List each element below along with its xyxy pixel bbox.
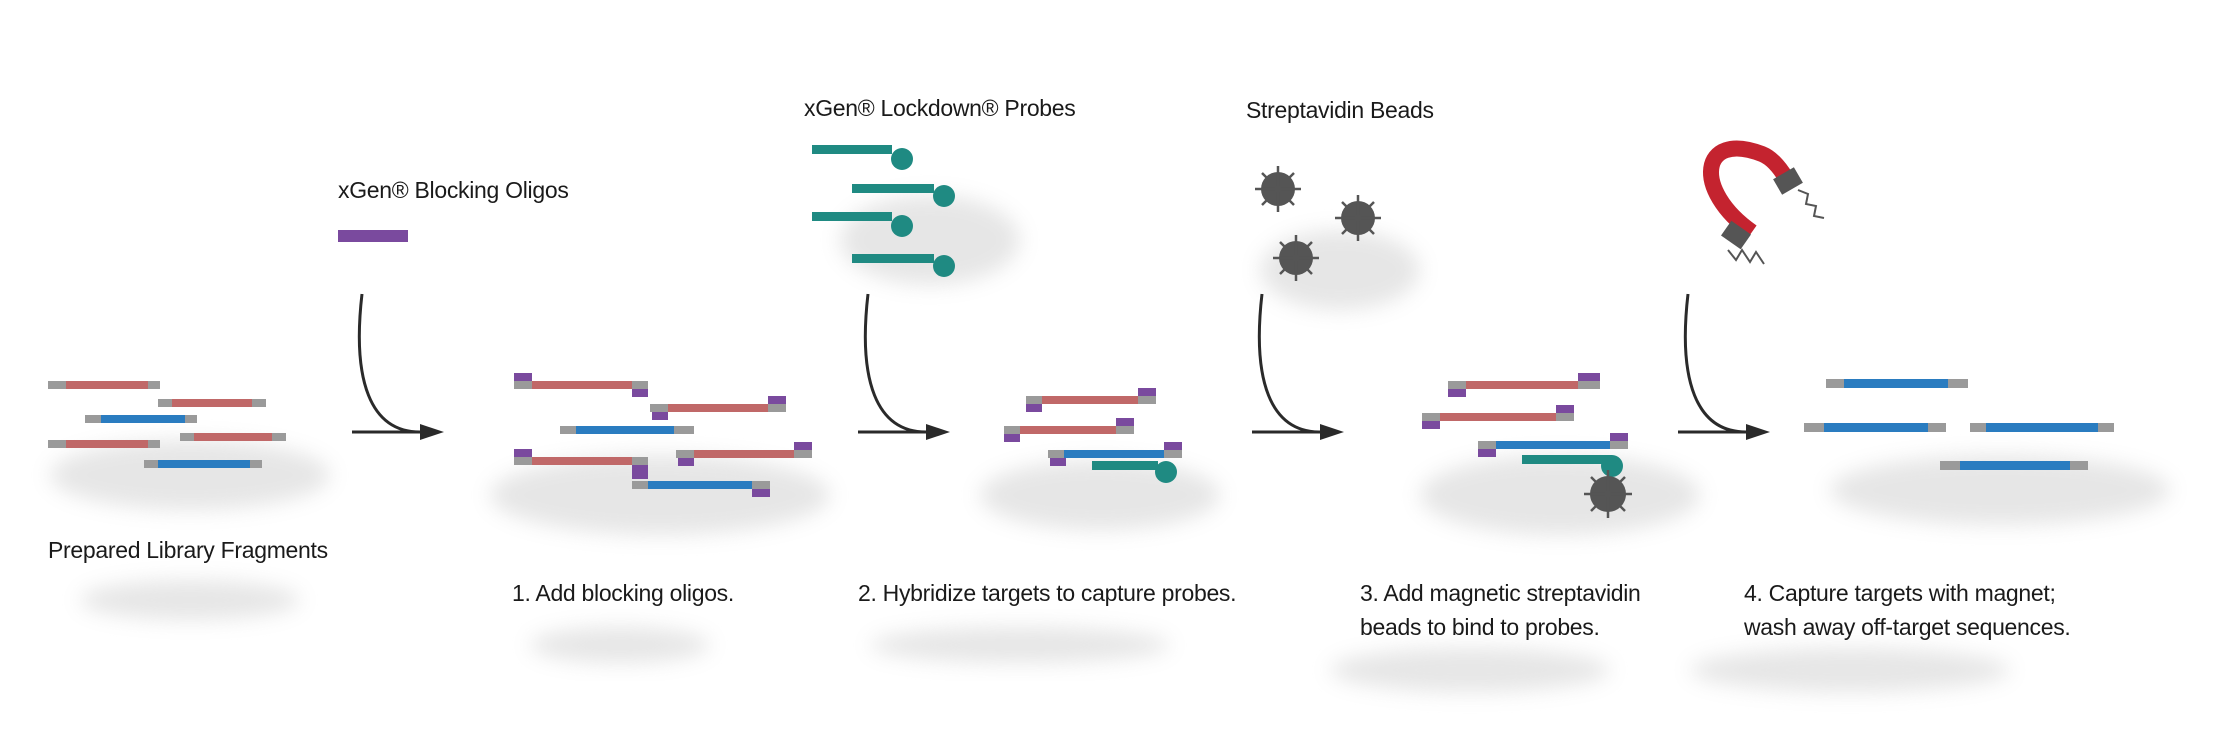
fragment-off-target	[180, 433, 286, 441]
bead-icon	[1584, 470, 1632, 518]
step-arrows	[352, 293, 1770, 440]
bead-icon	[1255, 166, 1301, 212]
bead-icon	[1273, 235, 1319, 281]
lockdown-probes-label: xGen® Lockdown® Probes	[804, 95, 1076, 121]
fragment-off-target	[48, 440, 160, 448]
fragment-on-target	[85, 415, 197, 423]
blocking-oligos-label: xGen® Blocking Oligos	[338, 177, 569, 203]
step3-caption-line1: 3. Add magnetic streptavidin	[1360, 580, 1641, 606]
blocked-fragments	[514, 373, 812, 497]
step2-caption: 2. Hybridize targets to capture probes.	[858, 580, 1237, 606]
fragment-off-target	[158, 399, 266, 407]
blocking-oligo-key	[338, 230, 408, 242]
step-arrow-2	[858, 293, 950, 440]
step-arrow-1	[352, 293, 444, 440]
fragment-on-target	[144, 460, 262, 468]
streptavidin-beads-label: Streptavidin Beads	[1246, 97, 1434, 123]
lockdown-probes-key	[812, 145, 955, 277]
bead-icon	[1335, 195, 1381, 241]
streptavidin-beads-key	[1255, 166, 1381, 281]
drop-shadows	[50, 195, 2170, 692]
fragment-off-target	[48, 381, 160, 389]
prepared-fragments-label: Prepared Library Fragments	[48, 537, 328, 563]
bead-bound-targets	[1422, 373, 1632, 518]
magnet-icon	[1703, 140, 1825, 265]
step4-caption-line2: wash away off-target sequences.	[1744, 614, 2071, 640]
hybridized-targets	[1004, 388, 1182, 483]
step3-caption-line2: beads to bind to probes.	[1360, 614, 1600, 640]
step-arrow-3	[1252, 293, 1344, 440]
captured-targets	[1804, 379, 2114, 470]
step4-caption-line1: 4. Capture targets with magnet;	[1744, 580, 2056, 606]
step-arrow-4	[1678, 293, 1770, 440]
step1-caption: 1. Add blocking oligos.	[512, 580, 734, 606]
prepared-library-fragments	[48, 381, 286, 468]
